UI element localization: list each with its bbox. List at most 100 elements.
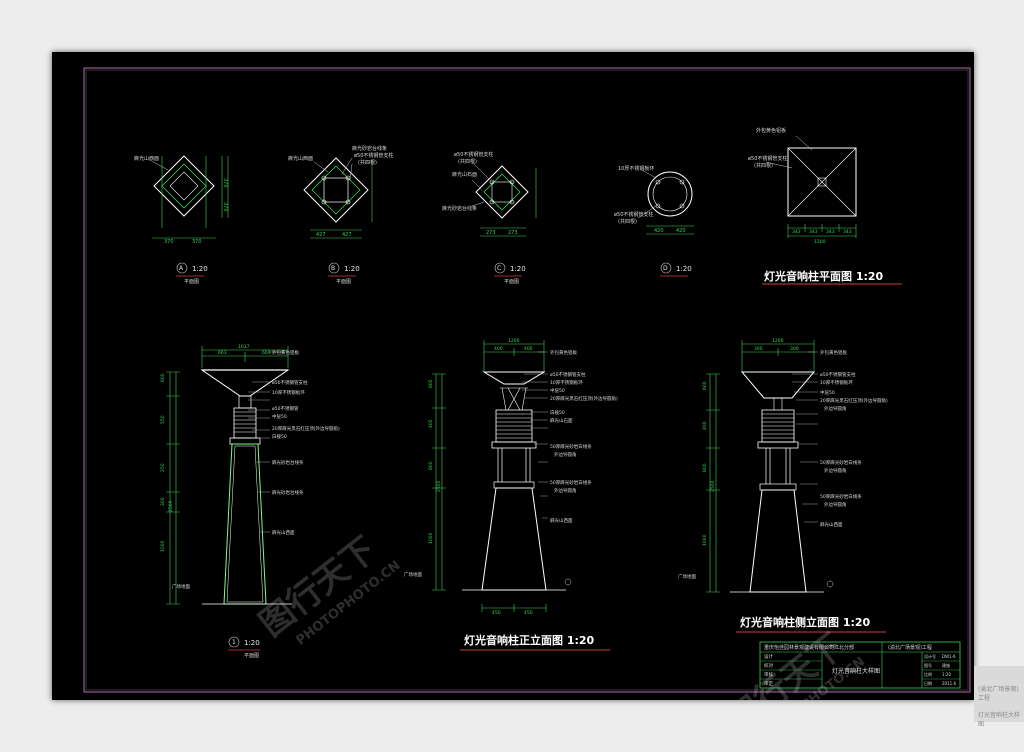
- title-block-row-0: 设计: [764, 653, 773, 660]
- title-block-meta-0-v: DW1-6: [942, 654, 956, 659]
- plan-c-label-2: 麻光山石面: [452, 171, 477, 178]
- title-block-meta-3-v: 2011.6: [942, 681, 956, 686]
- plan-a-dim-1: 370: [192, 239, 202, 245]
- title-block-meta-2-v: 1:20: [942, 672, 951, 677]
- elev-front-label-11: 麻光山西面: [550, 517, 573, 524]
- elev-left-scale: 1:20: [244, 639, 260, 647]
- elev-front-topdim-2: 400: [524, 346, 533, 352]
- elev-left-sidedim-0: 600: [160, 373, 166, 382]
- plan-d-scale: 1:20: [676, 265, 692, 273]
- plan-d: 10厚不锈钢板环 ø50不锈钢管支柱 (共四根) 420 420 D 1:20: [614, 165, 694, 277]
- elev-side-sidedim-0: 600: [702, 381, 708, 390]
- title-block-row-3: 审定: [764, 680, 773, 687]
- title-block-meta-1-v: 建施: [942, 662, 950, 668]
- plan-a-label-0: 麻光山西面: [134, 155, 159, 162]
- elev-side-title: 灯光音响柱侧立面图 1:20: [740, 615, 871, 629]
- drawing-sheet: 麻光山西面 370 370 370 370 A 1:20 平面图 麻光山西面 麻…: [52, 52, 974, 700]
- elev-front-label-0: 外包黄色铝板: [550, 349, 577, 356]
- plan-d-marker: [660, 262, 672, 274]
- plan-b-label-3: (共四根): [358, 159, 377, 166]
- watermark-center: 图行天下 PHOTOPHOTO.CN: [252, 529, 403, 648]
- plan-view-title: 灯光音响柱平面图 1:20: [764, 269, 884, 283]
- elev-front-label-5: 白棱50: [550, 409, 565, 416]
- plan-view-label-0: 外包黄色铝板: [756, 127, 786, 134]
- title-block-project: (渝北广场景观)工程: [888, 644, 932, 651]
- plan-c: ø50不锈钢管支柱 (共四根) 麻光山石面 麻光砂岩台线条 273 273 C …: [442, 151, 537, 285]
- plan-d-label-2: (共四根): [618, 218, 637, 225]
- title-block-meta-3-k: 日期: [924, 680, 932, 686]
- elev-side-label-0: 外包黄色铝板: [820, 349, 847, 356]
- elev-front-botdim-0: 450: [492, 610, 501, 616]
- plan-a-dim-2: 370: [222, 178, 228, 188]
- elev-left-label-6: 白棱50: [272, 433, 287, 440]
- plan-view-dim-1: 343: [809, 229, 818, 235]
- elev-side-sidedim-3: 1000: [702, 534, 708, 546]
- elev-side-label-10: 麻光山西面: [820, 521, 843, 528]
- plan-d-dim-1: 420: [676, 228, 686, 234]
- plan-view-label-2: (共四根): [754, 162, 773, 169]
- plan-c-label-0: ø50不锈钢管支柱: [454, 151, 493, 158]
- elevation-front: 1200 400 400 600 400 800 1000 2500: [404, 338, 618, 651]
- outer-frame: [83, 67, 971, 693]
- background-sheet-corner: (渝北广场景观)工程 灯光音响柱大样图: [974, 666, 1024, 728]
- plan-a-sub: 平面图: [184, 279, 199, 285]
- elev-front-topdim-1: 400: [494, 346, 503, 352]
- plan-d-label-1: ø50不锈钢管支柱: [614, 211, 653, 218]
- elev-side-topdim-0: 1200: [772, 338, 784, 344]
- elev-left-sidedim-3: 2500: [168, 500, 174, 512]
- elev-front-label-12: 广场地面: [404, 571, 422, 578]
- plan-b-dim-0: 427: [316, 232, 326, 238]
- elev-side-topdim-1: 300: [754, 346, 763, 352]
- elev-front-sidedim-2: 800: [428, 461, 434, 470]
- elev-front-label-7: 50厚麻光砂岩白线条: [550, 443, 592, 450]
- plan-b-letter: B: [331, 265, 335, 272]
- plan-a-dim-3: 370: [222, 202, 228, 212]
- plan-b-label-1: 麻光砂岩台线条: [352, 145, 387, 152]
- title-block-meta-2-k: 比例: [924, 671, 932, 677]
- title-block-meta-1-k: 图号: [924, 662, 932, 668]
- elevation-side: 1200 300 300 600 400 800 1000 2500 外包黄色铝…: [678, 338, 888, 633]
- plan-b-scale: 1:20: [344, 265, 360, 273]
- plan-c-label-1: (共四根): [458, 158, 477, 165]
- elev-front-label-3: 中层50: [550, 387, 565, 394]
- plan-d-label-0: 10厚不锈钢板环: [618, 165, 654, 172]
- plan-d-letter: D: [663, 265, 668, 272]
- elev-left-label-2: 10厚不锈钢板环: [272, 389, 305, 396]
- plan-b-marker: [328, 262, 340, 274]
- elev-left-sidedim-5: 1000: [160, 540, 166, 552]
- elev-left-label-8: 麻光砂岩台线条: [272, 489, 304, 496]
- elev-side-label-1: ø50不锈钢管支柱: [820, 371, 856, 378]
- plan-a-letter: A: [179, 265, 184, 272]
- elev-left-marker: [228, 636, 240, 648]
- elev-front-title: 灯光音响柱正立面图 1:20: [464, 633, 595, 647]
- plan-b-dim-1: 427: [342, 232, 352, 238]
- elev-side-topdim-2: 300: [790, 346, 799, 352]
- elev-front-label-4: 20厚麻光黑石红压顶(外边导圆角): [550, 395, 618, 402]
- elev-front-label-2: 10厚不锈钢板环: [550, 379, 583, 386]
- elev-front-topdim-0: 1200: [508, 338, 520, 344]
- inner-frame: [85, 69, 969, 691]
- plan-c-dim-0: 273: [486, 230, 496, 236]
- elev-left-circle: 1: [232, 639, 236, 646]
- elev-side-label-2: 10厚不锈钢板环: [820, 379, 853, 386]
- plan-view-label-1: ø50不锈钢管支柱: [748, 155, 787, 162]
- plan-c-letter: C: [497, 265, 501, 272]
- title-block-drawing: 灯光音响柱大样图: [832, 667, 880, 675]
- plan-a: 麻光山西面 370 370 370 370 A 1:20 平面图: [134, 155, 229, 285]
- title-block-company: 重庆怡佳园林景观建设有限公司江北分部: [764, 644, 854, 651]
- plan-b-label-2: ø50不锈钢管支柱: [354, 152, 393, 159]
- elev-left-label-1: ø50不锈钢管支柱: [272, 379, 308, 386]
- elev-left-label-0: 外包黄色铝板: [272, 349, 299, 356]
- elev-left-topdim-0: 1637: [238, 344, 250, 350]
- elev-left-sidedim-1: 550: [160, 415, 166, 424]
- elev-left-sidedim-2: 250: [160, 463, 166, 472]
- ghost-project: (渝北广场景观)工程: [978, 686, 1019, 702]
- title-block-meta-0-k: 设计号: [924, 653, 936, 659]
- plan-c-dim-1: 273: [508, 230, 518, 236]
- plan-view-dim-3: 343: [843, 229, 852, 235]
- cad-drawing: 麻光山西面 370 370 370 370 A 1:20 平面图 麻光山西面 麻…: [83, 67, 971, 700]
- plan-a-scale: 1:20: [192, 265, 208, 273]
- plan-d-dim-0: 420: [654, 228, 664, 234]
- plan-view: 外包黄色铝板 ø50不锈钢管支柱 (共四根) 343 343 343 343 1…: [748, 127, 902, 285]
- elevation-left: 1637 663 663 600 550 250 2500 300: [160, 344, 340, 659]
